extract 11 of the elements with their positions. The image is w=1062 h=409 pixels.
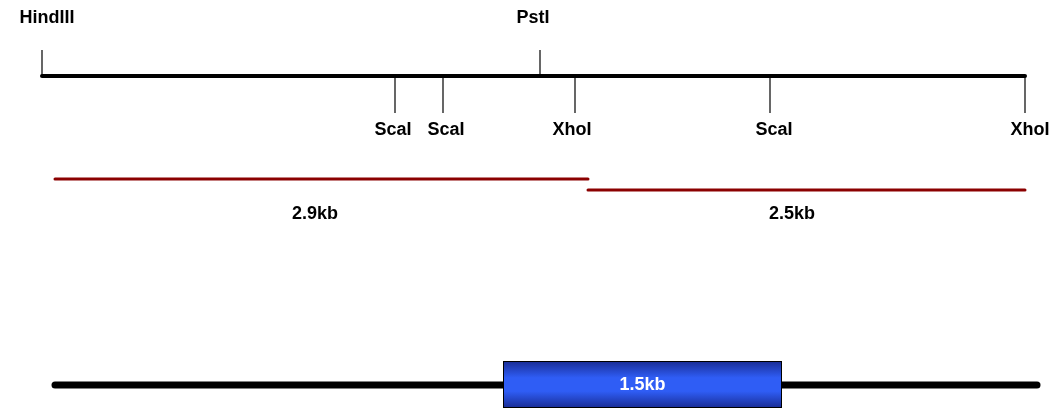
enzyme-site-label: HindIII [19,6,75,28]
fragment-size-label: 2.9kb [292,202,338,224]
enzyme-site-label: ScaI [374,118,412,140]
enzyme-site-label: PstI [516,6,550,28]
enzyme-site-label: XhoI [552,118,592,140]
enzyme-site-label: XhoI [1010,118,1050,140]
gene-box [503,361,782,408]
enzyme-site-label: ScaI [427,118,465,140]
enzyme-site-label: ScaI [755,118,793,140]
fragment-size-label: 2.5kb [769,202,815,224]
gene-size-label: 1.5kb [619,373,666,396]
